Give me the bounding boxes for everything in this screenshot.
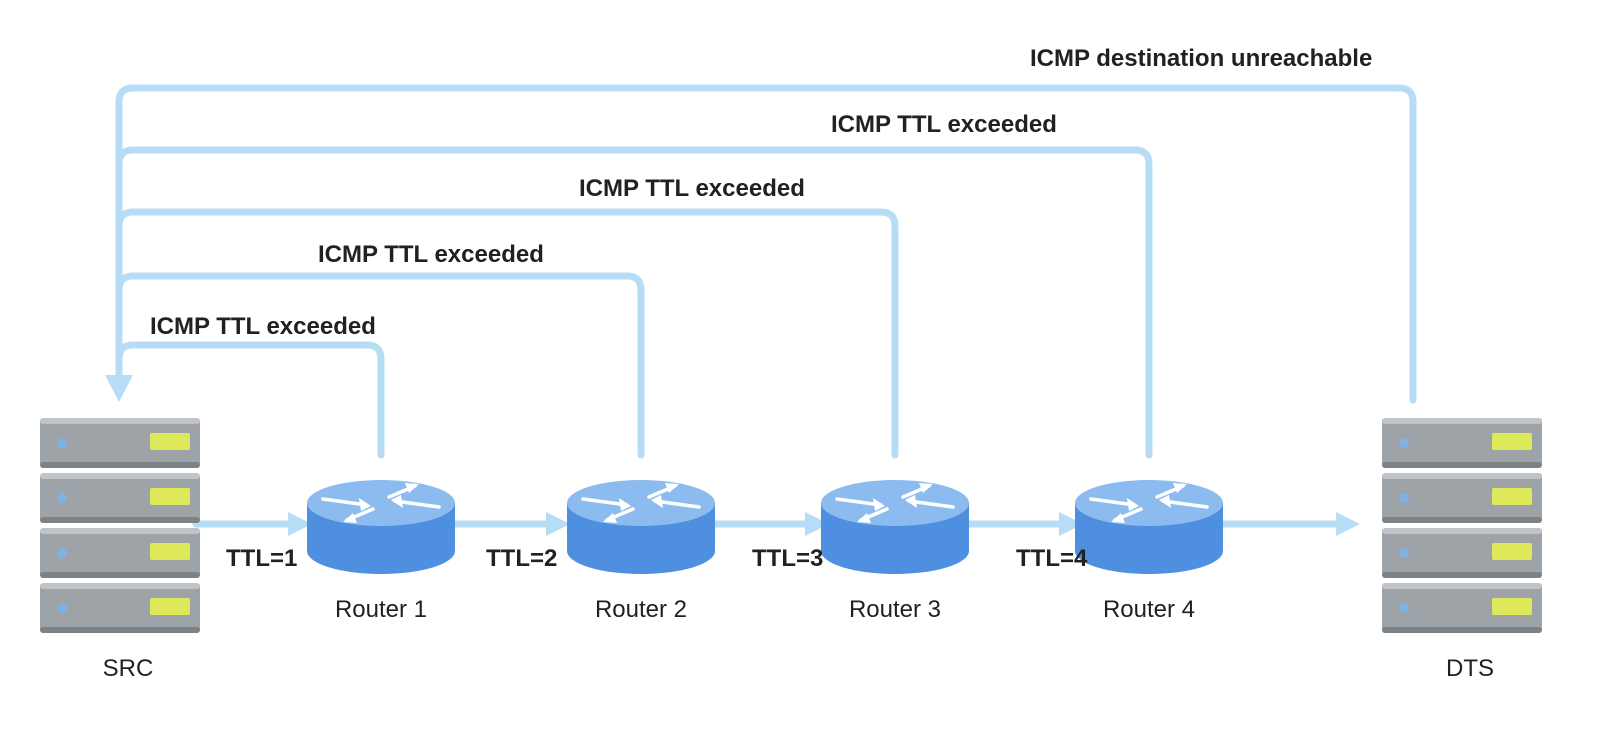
icmp-label-destination: ICMP destination unreachable — [1030, 45, 1372, 72]
router-4-icon — [1073, 478, 1225, 576]
return-path-router-3 — [115, 208, 899, 459]
destination-server-icon — [1382, 418, 1542, 633]
router-3-label: Router 3 — [849, 596, 941, 623]
ttl-label-4: TTL=4 — [1016, 545, 1088, 572]
ttl-label-3: TTL=3 — [752, 545, 823, 572]
icmp-label-router-2: ICMP TTL exceeded — [318, 241, 544, 268]
ttl-label-1: TTL=1 — [226, 545, 297, 572]
icmp-label-router-1: ICMP TTL exceeded — [150, 313, 376, 340]
router-4-label: Router 4 — [1103, 596, 1195, 623]
source-server-icon — [40, 418, 200, 633]
icmp-label-router-3: ICMP TTL exceeded — [579, 175, 805, 202]
router-1-icon — [305, 478, 457, 576]
return-paths — [105, 84, 1417, 459]
forward-paths — [192, 512, 1360, 536]
router-2-label: Router 2 — [595, 596, 687, 623]
router-2-icon — [565, 478, 717, 576]
destination-label: DTS — [1446, 655, 1494, 682]
icmp-label-router-4: ICMP TTL exceeded — [831, 111, 1057, 138]
return-arrow-head — [105, 375, 133, 402]
return-path-router-2 — [115, 272, 645, 459]
return-path-router-1 — [115, 341, 385, 459]
ttl-label-2: TTL=2 — [486, 545, 557, 572]
source-label: SRC — [103, 655, 154, 682]
router-3-icon — [819, 478, 971, 576]
return-path-destination — [115, 84, 1417, 404]
router-1-label: Router 1 — [335, 596, 427, 623]
return-path-router-4 — [115, 146, 1153, 459]
